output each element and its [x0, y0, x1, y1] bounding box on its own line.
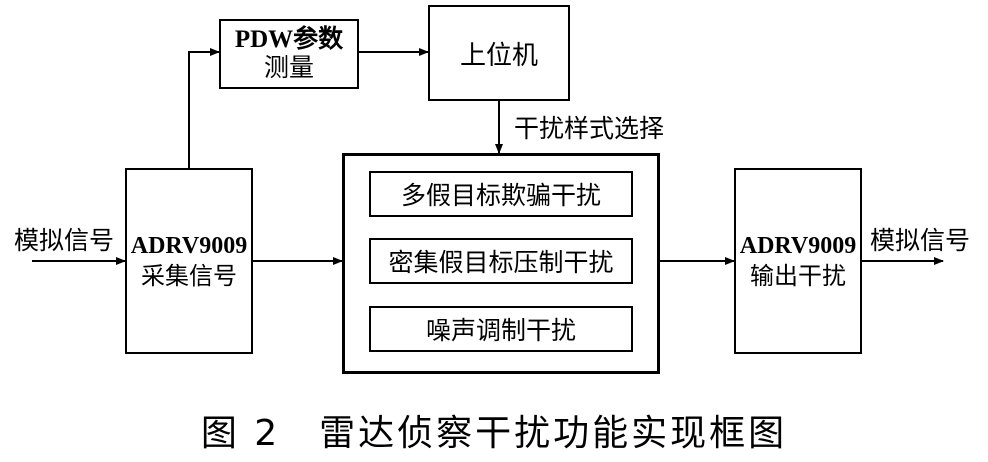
- pdw-label-line2: 测量: [263, 53, 314, 82]
- input-signal-label: 模拟信号: [14, 226, 115, 255]
- adrv-in-label-line2: 采集信号: [140, 262, 237, 290]
- pdw-label-line1: PDW参数: [234, 26, 344, 53]
- jamming-mode-label: 密集假目标压制干扰: [388, 248, 614, 277]
- jamming-mode-multi-false-target: 多假目标欺骗干扰: [369, 171, 633, 217]
- jamming-mode-dense-false-target: 密集假目标压制干扰: [369, 238, 633, 284]
- adrv-output-block: ADRV9009 输出干扰: [734, 168, 862, 354]
- host-label: 上位机: [459, 40, 538, 71]
- arrow-adrv-to-pdw: [188, 48, 220, 168]
- adrv-out-label-line2: 输出干扰: [749, 262, 846, 290]
- jamming-mode-label: 多假目标欺骗干扰: [400, 181, 601, 210]
- output-signal-label: 模拟信号: [870, 226, 971, 255]
- jamming-mode-noise-modulation: 噪声调制干扰: [369, 306, 633, 352]
- style-select-label: 干扰样式选择: [514, 114, 665, 143]
- host-computer-block: 上位机: [428, 5, 570, 101]
- jamming-mode-label: 噪声调制干扰: [425, 316, 576, 345]
- pdw-measure-block: PDW参数 测量: [219, 19, 359, 89]
- figure-caption: 图 2 雷达侦察干扰功能实现框图: [200, 413, 788, 454]
- adrv-out-label-line1: ADRV9009: [739, 233, 857, 259]
- adrv-capture-block: ADRV9009 采集信号: [125, 168, 253, 354]
- adrv-in-label-line1: ADRV9009: [130, 233, 248, 259]
